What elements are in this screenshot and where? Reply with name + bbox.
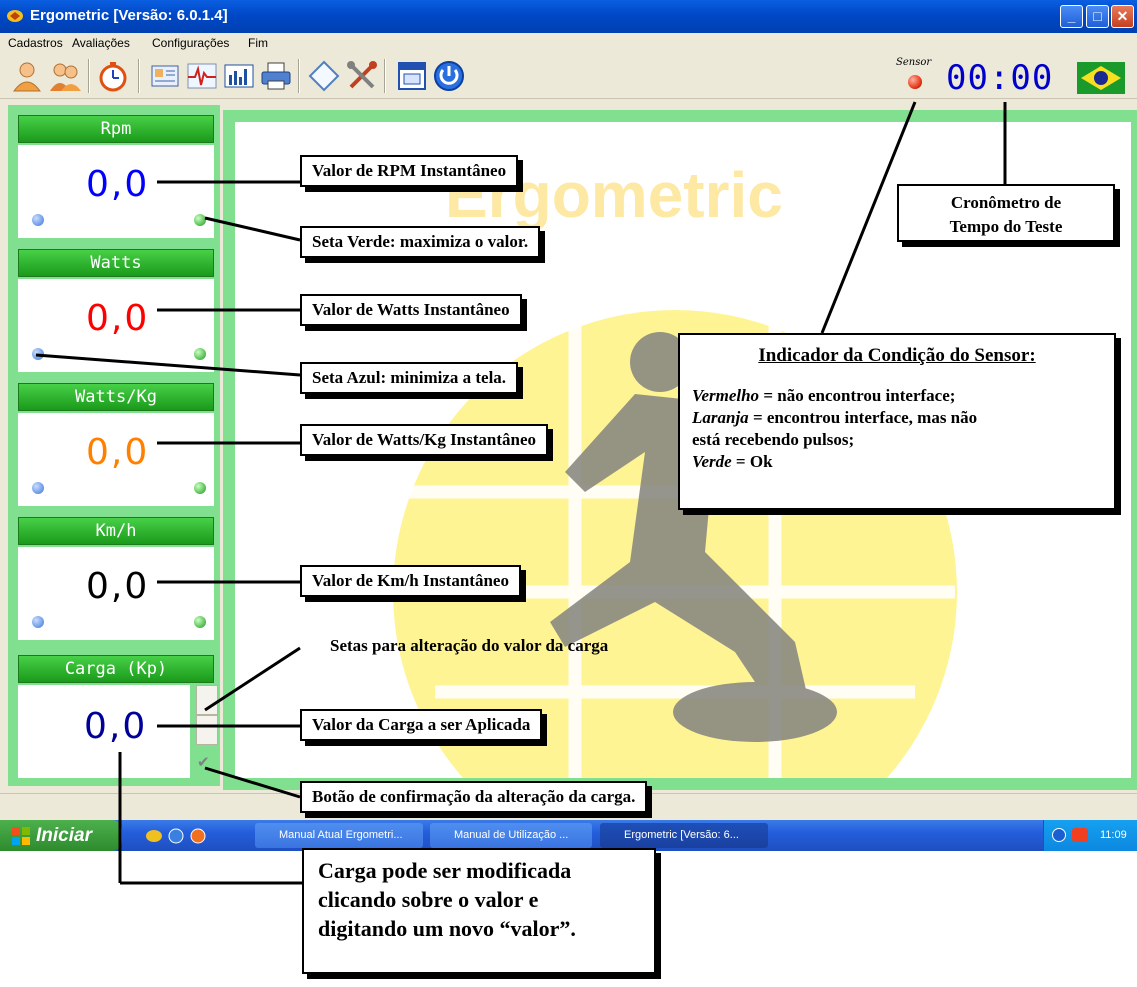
system-tray: 11:09 (1043, 820, 1137, 851)
title-bar[interactable]: Ergometric [Versão: 6.0.1.4] _ □ ✕ (0, 0, 1137, 33)
callout-load-edit-line3: digitando um novo “valor”. (318, 916, 576, 941)
brazil-flag-icon[interactable] (1077, 62, 1125, 94)
maximize-button[interactable]: □ (1086, 5, 1109, 28)
note-load-arrows: Setas para alteração do valor da carga (330, 636, 609, 655)
watts-minimize-arrow-icon[interactable] (32, 348, 44, 360)
stopwatch-icon[interactable] (96, 59, 130, 93)
tray-network-icon[interactable] (1072, 828, 1088, 842)
sensor-legend-orange-cont: está recebendo pulsos; (692, 430, 855, 449)
watts-kg-gauge-label: Watts/Kg (18, 383, 214, 411)
callout-sensor: Indicador da Condição do Sensor: Vermelh… (678, 333, 1116, 510)
kmh-maximize-arrow-icon[interactable] (194, 616, 206, 628)
callout-watts-kg: Valor de Watts/Kg Instantâneo (300, 424, 549, 456)
watts-gauge: 0,0 (18, 279, 214, 372)
test-timer: 00:00 (946, 58, 1054, 98)
callout-timer: Cronômetro de Tempo do Teste (897, 184, 1115, 242)
confirm-load-check-icon[interactable]: ✔ (197, 753, 210, 771)
start-label: Iniciar (36, 825, 92, 846)
toolbar-separator (384, 59, 386, 93)
callout-timer-line2: Tempo do Teste (949, 217, 1063, 236)
tools-icon[interactable] (345, 59, 379, 93)
callout-load-value: Valor da Carga a ser Aplicada (300, 709, 543, 741)
card-icon[interactable] (148, 59, 182, 93)
menu-cadastros[interactable]: Cadastros (8, 36, 63, 50)
sensor-legend-orange-term: Laranja (692, 408, 749, 427)
watts-kg-value: 0,0 (86, 432, 150, 473)
start-button[interactable]: Iniciar (0, 820, 122, 851)
ecg-icon[interactable] (185, 59, 219, 93)
kmh-gauge-label: Km/h (18, 517, 214, 545)
gauges-panel: Rpm 0,0 Watts 0,0 Watts/Kg 0,0 Km/h 0,0 … (8, 105, 220, 786)
rpm-maximize-arrow-icon[interactable] (194, 214, 206, 226)
sensor-legend-orange-desc: = encontrou interface, mas não (748, 408, 978, 427)
callout-blue-arrow: Seta Azul: minimiza a tela. (300, 362, 519, 394)
kmh-minimize-arrow-icon[interactable] (32, 616, 44, 628)
toolbar-separator (138, 59, 140, 93)
chart-icon[interactable] (222, 59, 256, 93)
load-decrease-button[interactable] (196, 715, 218, 745)
kmh-gauge: 0,0 (18, 547, 214, 640)
watts-value: 0,0 (86, 298, 150, 339)
load-gauge-label: Carga (Kp) (18, 655, 214, 683)
tray-arrow-icon[interactable] (1052, 828, 1066, 842)
callout-rpm: Valor de RPM Instantâneo (300, 155, 519, 187)
power-icon[interactable] (432, 59, 466, 93)
toolbar-separator (88, 59, 90, 93)
rpm-gauge-label: Rpm (18, 115, 214, 143)
rpm-gauge: 0,0 (18, 145, 214, 238)
watts-kg-maximize-arrow-icon[interactable] (194, 482, 206, 494)
sensor-label: Sensor (896, 57, 932, 68)
watts-kg-gauge: 0,0 (18, 413, 214, 506)
taskbar-item-manual-atual[interactable]: Manual Atual Ergometri... (255, 823, 423, 848)
tray-clock: 11:09 (1100, 829, 1127, 841)
toolbar-separator (298, 59, 300, 93)
menu-avaliacoes[interactable]: Avaliações (72, 36, 130, 50)
watts-kg-minimize-arrow-icon[interactable] (32, 482, 44, 494)
toolbar (0, 53, 1137, 99)
callout-load-edit: Carga pode ser modificada clicando sobre… (302, 848, 656, 974)
sensor-legend-green-desc: = Ok (731, 452, 773, 471)
load-gauge: 0,0 (18, 685, 190, 778)
taskbar-item-manual-utilizacao[interactable]: Manual de Utilização ... (430, 823, 592, 848)
sensor-legend-red: Vermelho = não encontrou interface; (692, 385, 1102, 407)
window-icon[interactable] (395, 59, 429, 93)
callout-confirm: Botão de confirmação da alteração da car… (300, 781, 648, 813)
sensor-legend-green-term: Verde (692, 452, 732, 471)
printer-icon[interactable] (259, 59, 293, 93)
sensor-status-dot (908, 75, 922, 89)
watts-gauge-label: Watts (18, 249, 214, 277)
users-icon[interactable] (48, 59, 82, 93)
menu-bar: Cadastros Avaliações Configurações Fim (0, 33, 1137, 53)
load-increase-button[interactable] (196, 685, 218, 715)
sensor-legend-green: Verde = Ok (692, 451, 1102, 473)
callout-kmh: Valor de Km/h Instantâneo (300, 565, 521, 597)
taskbar: Iniciar Manual Atual Ergometri... Manual… (0, 820, 1137, 851)
quick-launch-icons[interactable] (146, 827, 208, 845)
sensor-legend-red-term: Vermelho (692, 386, 760, 405)
sensor-legend-orange: Laranja = encontrou interface, mas não (692, 407, 1102, 429)
menu-configuracoes[interactable]: Configurações (152, 36, 230, 50)
callout-load-edit-line2: clicando sobre o valor e (318, 887, 539, 912)
rpm-minimize-arrow-icon[interactable] (32, 214, 44, 226)
close-button[interactable]: ✕ (1111, 5, 1134, 28)
sensor-legend-red-desc: = não encontrou interface; (759, 386, 956, 405)
diamond-icon[interactable] (307, 59, 341, 93)
window-title: Ergometric [Versão: 6.0.1.4] (30, 7, 228, 24)
callout-sensor-title: Indicador da Condição do Sensor: (758, 345, 1036, 366)
kmh-value: 0,0 (86, 566, 150, 607)
sensor-indicator: Sensor (896, 57, 938, 97)
watts-maximize-arrow-icon[interactable] (194, 348, 206, 360)
taskbar-item-ergometric[interactable]: Ergometric [Versão: 6... (600, 823, 768, 848)
callout-green-arrow: Seta Verde: maximiza o valor. (300, 226, 541, 258)
rpm-value: 0,0 (86, 164, 150, 205)
callout-timer-line1: Cronômetro de (950, 193, 1062, 212)
user-icon[interactable] (10, 59, 44, 93)
load-value[interactable]: 0,0 (84, 706, 148, 747)
minimize-button[interactable]: _ (1060, 5, 1083, 28)
windows-logo-icon (12, 827, 30, 845)
callout-watts: Valor de Watts Instantâneo (300, 294, 522, 326)
callout-load-edit-line1: Carga pode ser modificada (318, 858, 572, 883)
menu-fim[interactable]: Fim (248, 36, 268, 50)
app-logo-icon (7, 10, 23, 22)
